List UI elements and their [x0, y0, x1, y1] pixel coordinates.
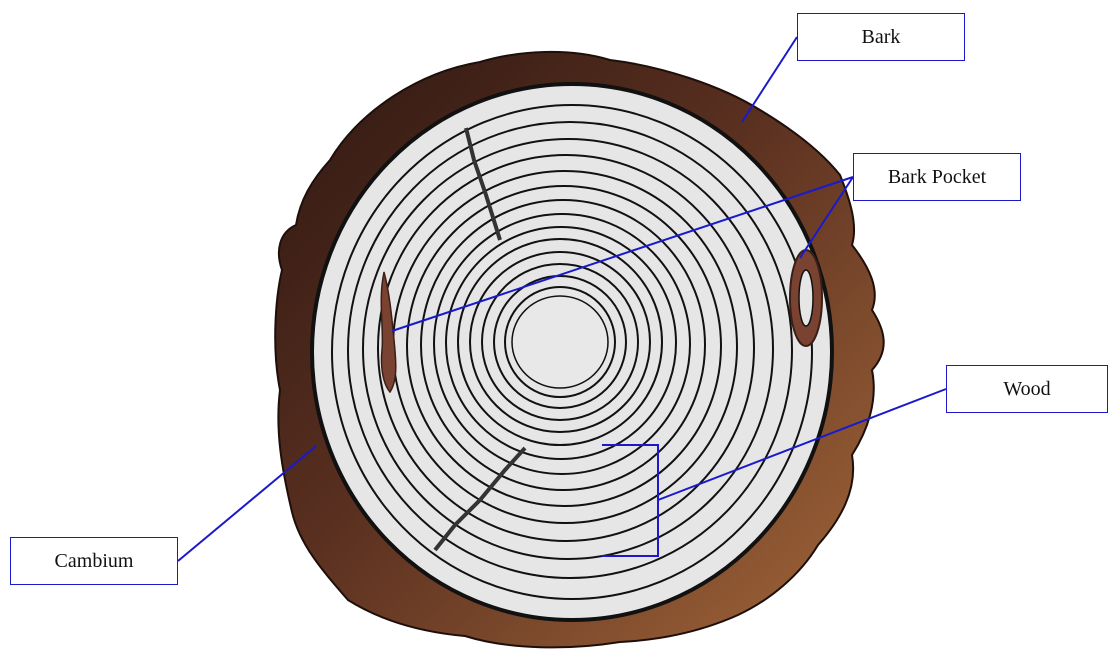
bark-label: Bark: [797, 13, 965, 61]
bark-pocket-label: Bark Pocket: [853, 153, 1021, 201]
pith: [512, 296, 608, 388]
cambium-label: Cambium: [10, 537, 178, 585]
wood-label: Wood: [946, 365, 1108, 413]
